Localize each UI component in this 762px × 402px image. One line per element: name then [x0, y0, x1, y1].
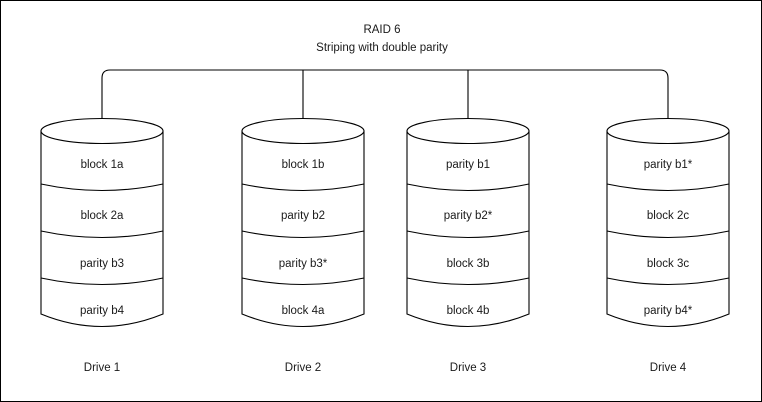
drive-3-divider-3: [406, 277, 530, 286]
drive-4-label: Drive 4: [650, 362, 687, 374]
drive-3-block-3: block 3b: [447, 258, 490, 270]
drive-2-label: Drive 2: [285, 362, 321, 374]
drive-4-block-2: block 2c: [647, 210, 689, 222]
drive-2-block-1: block 1b: [282, 159, 325, 171]
drive-2-block-2: parity b2: [281, 210, 325, 222]
drive-1-top-ellipse: [40, 117, 164, 145]
bus-horizontal-line: [101, 69, 669, 119]
drive-3-body: [406, 130, 530, 328]
drive-2-divider-1: [241, 183, 365, 192]
drive-1-label: Drive 1: [84, 362, 120, 374]
drive-4-body: [606, 130, 730, 328]
drive-4-top-ellipse: [606, 117, 730, 145]
drive-4-block-1: parity b1*: [644, 159, 693, 171]
drive-1-block-1: block 1a: [81, 159, 124, 171]
drive-3-label: Drive 3: [450, 362, 486, 374]
drive-3-cylinder[interactable]: parity b1 parity b2* block 3b block 4b: [406, 117, 530, 328]
diagram-title-line2: Striping with double parity: [316, 42, 448, 54]
drive-1-cylinder[interactable]: block 1a block 2a parity b3 parity b4: [40, 117, 164, 328]
drive-1-divider-1: [40, 183, 164, 192]
drive-3-top-ellipse: [406, 117, 530, 145]
drive-3-divider-1: [406, 183, 530, 192]
drive-3-block-4: block 4b: [447, 305, 490, 317]
drive-2-divider-3: [241, 277, 365, 286]
drive-1-body: [40, 130, 164, 328]
drive-2-body: [241, 130, 365, 328]
drive-2-block-4: block 4a: [282, 305, 325, 317]
drive-2-top-ellipse: [241, 117, 365, 145]
drive-4-block-4: parity b4*: [644, 305, 693, 317]
drive-4-cylinder[interactable]: parity b1* block 2c block 3c parity b4*: [606, 117, 730, 328]
diagram-title-line1: RAID 6: [363, 24, 400, 36]
drive-3-block-1: parity b1: [446, 159, 490, 171]
drive-1-block-4: parity b4: [80, 305, 125, 317]
drive-1-block-2: block 2a: [81, 210, 124, 222]
drive-2-block-3: parity b3*: [279, 258, 328, 270]
drive-1-block-3: parity b3: [80, 258, 124, 270]
drive-1-divider-3: [40, 277, 164, 286]
drive-3-block-2: parity b2*: [444, 210, 493, 222]
drive-1-divider-2: [40, 230, 164, 239]
drive-4-divider-2: [606, 230, 730, 239]
drive-2-divider-2: [241, 230, 365, 239]
drive-4-block-3: block 3c: [647, 258, 689, 270]
drive-4-divider-3: [606, 277, 730, 286]
drive-4-divider-1: [606, 183, 730, 192]
drive-2-cylinder[interactable]: block 1b parity b2 parity b3* block 4a: [241, 117, 365, 328]
drive-3-divider-2: [406, 230, 530, 239]
controller-bus-connector: [101, 69, 669, 119]
